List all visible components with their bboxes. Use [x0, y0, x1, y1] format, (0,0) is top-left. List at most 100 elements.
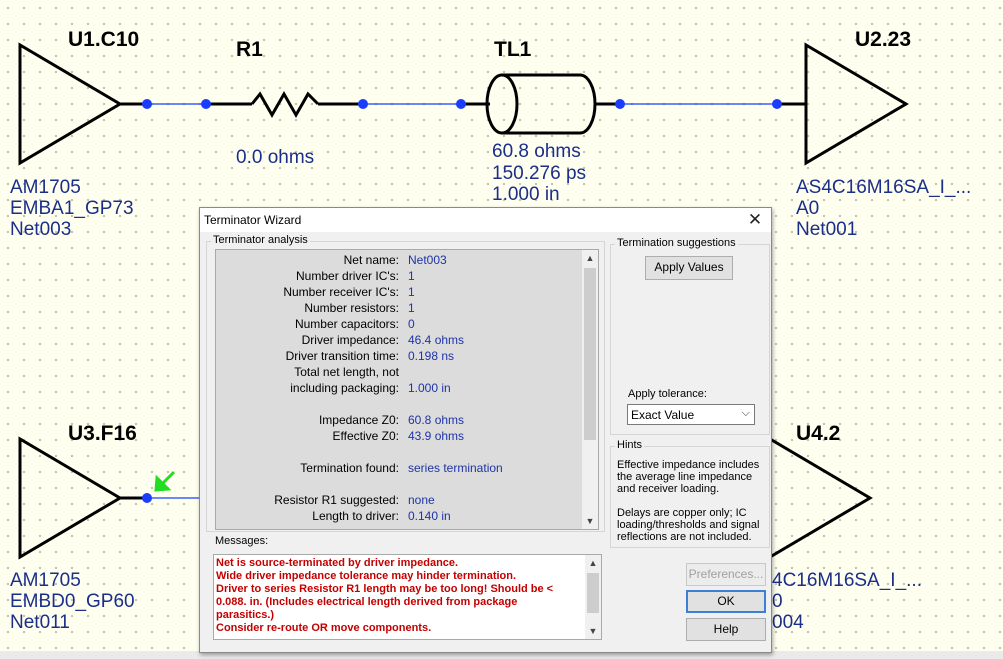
tl1-impedance-label: 60.8 ohms: [492, 141, 581, 162]
dialog-title: Terminator Wizard: [204, 213, 302, 227]
analysis-key: Driver impedance:: [301, 333, 399, 347]
analysis-key: Impedance Z0:: [318, 413, 399, 427]
analysis-key: Number driver IC's:: [296, 269, 399, 283]
analysis-value: 1.000 in: [408, 381, 451, 395]
messages-scrollbar[interactable]: ▲ ▼: [585, 555, 601, 639]
analysis-key: Resistor R1 suggested:: [274, 493, 399, 507]
net-node: [142, 493, 152, 503]
buffer-u4-symbol: [768, 436, 873, 560]
scroll-thumb[interactable]: [587, 573, 599, 613]
analysis-key: Number resistors:: [304, 301, 399, 315]
buffer-u3-symbol: [18, 436, 123, 560]
buffer-u1-symbol: [18, 42, 123, 166]
scroll-up-icon[interactable]: ▲: [585, 253, 595, 263]
analysis-row: Termination found: series termination: [216, 461, 596, 477]
hint-line: the average line impedance: [617, 471, 753, 483]
analysis-row: Effective Z0:43.9 ohms: [216, 429, 596, 445]
close-icon[interactable]: ✕: [747, 210, 763, 229]
buffer-u2-symbol: [804, 42, 909, 166]
message-line: Driver to series Resistor R1 length may …: [216, 583, 554, 595]
u1-part-label: AM1705: [10, 177, 81, 198]
termination-suggestions-group: Termination suggestions Apply Values App…: [610, 237, 770, 435]
dialog-title-bar[interactable]: Terminator Wizard ✕: [200, 208, 771, 232]
hint-line: Effective impedance includes: [617, 459, 760, 471]
u3-net-label: Net011: [10, 612, 70, 633]
analysis-row: including packaging:1.000 in: [216, 381, 596, 397]
hint-line: reflections are not included.: [617, 531, 752, 543]
hint-line: Delays are copper only; IC: [617, 507, 747, 519]
tl1-delay-label: 150.276 ps: [492, 163, 587, 184]
analysis-row: Total net length, not: [216, 365, 596, 381]
analysis-row: Driver transition time: 0.198 ns: [216, 349, 596, 365]
scroll-down-icon[interactable]: ▼: [585, 516, 595, 526]
apply-values-button[interactable]: Apply Values: [645, 256, 733, 280]
net-node: [615, 99, 625, 109]
analysis-value: 1: [408, 285, 415, 299]
tl1-body: [502, 73, 597, 135]
tolerance-select[interactable]: Exact Value ⌵: [627, 404, 755, 425]
analysis-row: Impedance Z0: 60.8 ohms: [216, 413, 596, 429]
help-button[interactable]: Help: [686, 618, 766, 641]
analysis-value: series termination: [408, 461, 503, 475]
terminator-analysis-caption: Terminator analysis: [211, 234, 310, 246]
analysis-row: Resistor R1 suggested: none: [216, 493, 596, 509]
analysis-value: 1: [408, 269, 415, 283]
hint-line: and receiver loading.: [617, 483, 720, 495]
analysis-key: Effective Z0:: [332, 429, 399, 443]
status-strip: [0, 651, 1003, 659]
apply-tolerance-label: Apply tolerance:: [628, 388, 707, 400]
net-node: [456, 99, 466, 109]
analysis-row: Number driver IC's: 1: [216, 269, 596, 285]
scroll-up-icon[interactable]: ▲: [588, 558, 598, 568]
analysis-row: Number capacitors: 0: [216, 317, 596, 333]
analysis-row: Driver impedance:46.4 ohms: [216, 333, 596, 349]
termination-suggestions-caption: Termination suggestions: [615, 237, 738, 249]
u3-part-label: AM1705: [10, 570, 81, 591]
message-line: 0.088. in. (Includes electrical length d…: [216, 596, 518, 608]
tolerance-value: Exact Value: [631, 408, 695, 422]
tl1-length-label: 1.000 in: [492, 184, 560, 205]
analysis-key: Number receiver IC's:: [283, 285, 399, 299]
scroll-down-icon[interactable]: ▼: [588, 626, 598, 636]
analysis-row: Number receiver IC's: 1: [216, 285, 596, 301]
net-node: [772, 99, 782, 109]
analysis-value: 0: [408, 317, 415, 331]
analysis-key: Total net length, not: [294, 365, 399, 379]
green-arrow-icon: [154, 470, 176, 492]
analysis-row: Net name:Net003: [216, 253, 596, 269]
preferences-button[interactable]: Preferences...: [686, 563, 766, 586]
analysis-key: Net name:: [343, 253, 399, 267]
message-line: Wide driver impedance tolerance may hind…: [216, 570, 517, 582]
u3-pin-label: EMBD0_GP60: [10, 591, 135, 612]
u4-part-label: 4C16M16SA_I_...: [772, 570, 922, 591]
analysis-scrollbar[interactable]: ▲ ▼: [582, 250, 598, 529]
analysis-key: Driver transition time:: [285, 349, 399, 363]
u1-pin-label: EMBA1_GP73: [10, 198, 134, 219]
r1-value-label: 0.0 ohms: [236, 147, 315, 168]
u3-ref-label: U3.F16: [68, 422, 137, 445]
message-line: Consider re-route OR move components.: [216, 622, 432, 634]
tl1-ref-label: TL1: [494, 38, 532, 61]
net-node: [201, 99, 211, 109]
message-line: Net is source-terminated by driver imped…: [216, 557, 459, 569]
chevron-down-icon[interactable]: ⌵: [741, 407, 750, 419]
u2-net-label: Net001: [796, 219, 858, 240]
ok-button[interactable]: OK: [686, 590, 766, 613]
u2-pin-label: A0: [796, 198, 820, 219]
analysis-key: Termination found:: [300, 461, 399, 475]
u4-ref-label: U4.2: [796, 422, 841, 445]
u1-ref-label: U1.C10: [68, 28, 140, 51]
message-line: parasitics.): [216, 609, 275, 621]
scroll-thumb[interactable]: [584, 268, 596, 440]
messages-label: Messages:: [215, 535, 269, 547]
analysis-value: 0.198 ns: [408, 349, 455, 363]
analysis-value: none: [408, 493, 435, 507]
messages-box[interactable]: Net is source-terminated by driver imped…: [213, 554, 602, 640]
resistor-r1-symbol: [250, 90, 320, 119]
analysis-key: Number capacitors:: [294, 317, 399, 331]
analysis-value: 60.8 ohms: [408, 413, 465, 427]
